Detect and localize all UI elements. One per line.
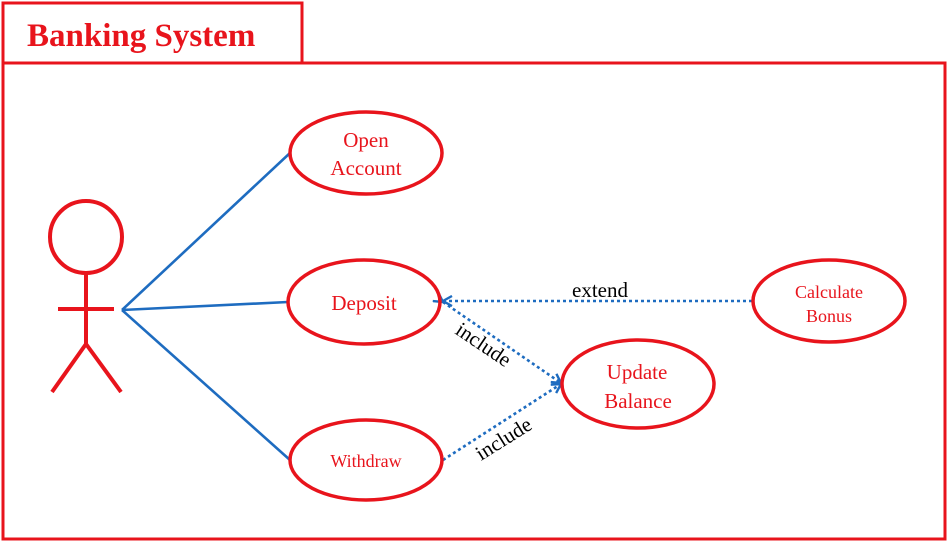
extend-label: extend xyxy=(572,278,628,302)
use-case-withdraw[interactable]: Withdraw xyxy=(288,418,444,502)
association-deposit xyxy=(121,300,289,312)
system-boundary xyxy=(1,61,947,541)
use-case-open-account-label-line2: Account xyxy=(330,156,401,180)
use-case-update-balance-label-line1: Update xyxy=(607,360,668,384)
use-case-open-account-ellipse xyxy=(288,110,444,196)
include-label-deposit: include xyxy=(451,317,516,371)
use-case-open-account-label-line1: Open xyxy=(343,128,389,152)
actor-right-leg xyxy=(84,342,123,394)
use-case-deposit-ellipse xyxy=(286,258,442,346)
use-case-update-balance[interactable]: Update Balance xyxy=(560,338,716,430)
use-case-calculate-bonus-label-line1: Calculate xyxy=(795,282,863,302)
use-case-update-balance-label-line2: Balance xyxy=(604,389,672,413)
include-arrow-withdraw xyxy=(442,384,561,462)
system-title: Banking System xyxy=(27,18,255,54)
use-case-withdraw-ellipse xyxy=(288,418,444,502)
actor-head xyxy=(48,199,124,275)
system-title-tab xyxy=(1,1,304,65)
actor-figure[interactable] xyxy=(48,199,124,394)
use-case-open-account[interactable]: Open Account xyxy=(288,110,444,196)
use-case-deposit[interactable]: Deposit xyxy=(286,258,442,346)
use-case-calculate-bonus-ellipse xyxy=(751,258,907,344)
use-case-withdraw-label: Withdraw xyxy=(330,451,401,471)
association-withdraw xyxy=(121,309,291,461)
association-open-account xyxy=(121,152,291,311)
use-case-calculate-bonus[interactable]: Calculate Bonus xyxy=(751,258,907,344)
actor-left-leg xyxy=(50,342,88,394)
use-case-calculate-bonus-label-line2: Bonus xyxy=(806,306,852,326)
use-case-deposit-label: Deposit xyxy=(331,291,396,315)
use-case-update-balance-ellipse xyxy=(560,338,716,430)
